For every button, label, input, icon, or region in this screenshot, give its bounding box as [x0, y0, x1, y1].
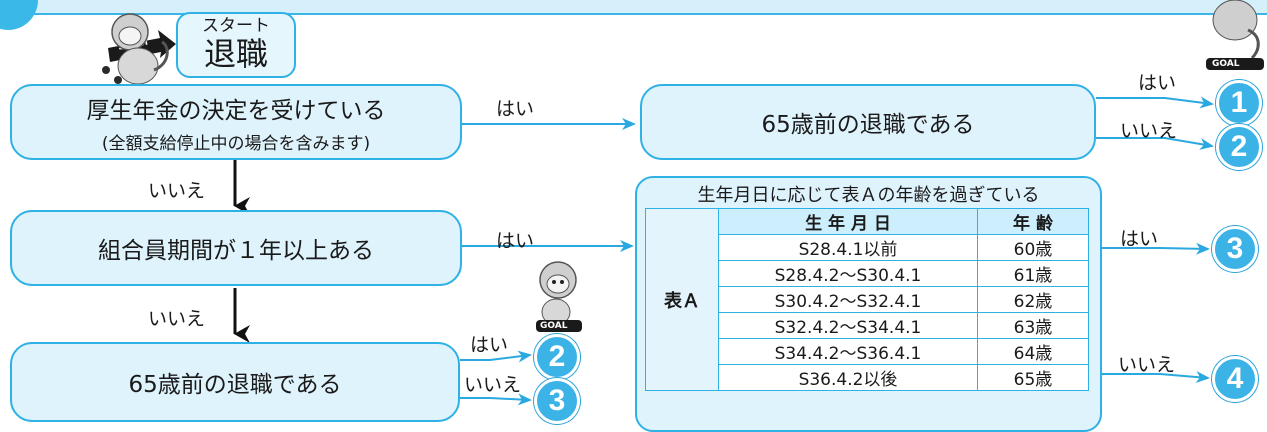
outcome-4: 4 — [1212, 356, 1258, 402]
box2-text: 組合員期間が１年以上ある — [98, 238, 374, 264]
table-cell-birth: S30.4.2～S32.4.1 — [718, 286, 978, 313]
label-yes-table: はい — [1120, 228, 1159, 250]
table-cell-age: 65歳 — [977, 364, 1089, 391]
arrow-box4-yes — [460, 350, 532, 363]
monkey-middle-icon — [536, 261, 582, 332]
label-no-table: いいえ — [1118, 354, 1176, 376]
label-no-box3: いいえ — [1120, 120, 1178, 142]
table-cell-age: 60歳 — [977, 234, 1089, 261]
table-cell-age: 63歳 — [977, 312, 1089, 339]
outcome-2-bottom: 2 — [534, 334, 580, 380]
arrow-box3-no — [1096, 137, 1214, 150]
table-header-age: 年 齢 — [977, 208, 1089, 235]
box4-text: 65歳前の退職である — [128, 372, 342, 398]
label-no-box1: いいえ — [148, 180, 206, 202]
box-65-retire-top: 65歳前の退職である — [640, 84, 1096, 160]
table-cell-birth: S28.4.1以前 — [718, 234, 978, 261]
table-header-birthdate: 生 年 月 日 — [718, 208, 978, 235]
label-yes-box4: はい — [470, 334, 509, 356]
arrow-table-no — [1102, 371, 1210, 383]
label-no-box2: いいえ — [148, 308, 206, 330]
box1-line2: (全額支給停止中の場合を含みます) — [101, 133, 371, 154]
box-kumiaiin-kikan: 組合員期間が１年以上ある — [10, 210, 462, 286]
table-cell-birth: S36.4.2以後 — [718, 364, 978, 391]
table-side-label: 表Ａ — [645, 208, 719, 391]
header-band — [0, 0, 1267, 15]
table-cell-birth: S32.4.2～S34.4.1 — [718, 312, 978, 339]
label-yes-box1: はい — [496, 98, 535, 120]
outcome-3-right: 3 — [1212, 226, 1258, 272]
box3-text: 65歳前の退職である — [761, 112, 975, 138]
start-box: スタート 退職 — [176, 12, 296, 78]
table-title: 生年月日に応じて表Ａの年齢を過ぎている — [697, 185, 1040, 206]
outcome-3-bottom: 3 — [534, 378, 580, 424]
arrow-table-yes — [1102, 242, 1210, 255]
monkey-goal-icon — [1206, 0, 1264, 70]
arrow-box3-yes — [1096, 96, 1214, 109]
box-65-retire-bottom: 65歳前の退職である — [10, 342, 460, 422]
table-cell-birth: S34.4.2～S36.4.1 — [718, 338, 978, 365]
label-yes-box2: はい — [496, 230, 535, 252]
table-cell-age: 61歳 — [977, 260, 1089, 287]
monkey-start-icon — [102, 13, 169, 85]
table-cell-age: 62歳 — [977, 286, 1089, 313]
age-table-box: 生年月日に応じて表Ａの年齢を過ぎている 表Ａ 生 年 月 日 年 齢 S28.4… — [635, 176, 1102, 432]
box1-line1: 厚生年金の決定を受けている — [86, 97, 386, 124]
table-cell-age: 64歳 — [977, 338, 1089, 365]
table-cell-birth: S28.4.2～S30.4.1 — [718, 260, 978, 287]
box-kosei-nenkin: 厚生年金の決定を受けている (全額支給停止中の場合を含みます) — [10, 84, 462, 160]
arrow-box4-no — [460, 393, 532, 406]
goal-label-middle: GOAL — [540, 321, 568, 331]
label-no-box4: いいえ — [464, 374, 522, 396]
start-big-label: 退職 — [203, 35, 268, 73]
outcome-2-top: 2 — [1216, 124, 1262, 170]
label-yes-box3: はい — [1138, 72, 1177, 94]
outcome-1: 1 — [1216, 80, 1262, 126]
goal-label-top: GOAL — [1212, 59, 1240, 69]
start-small-label: スタート — [202, 16, 270, 36]
